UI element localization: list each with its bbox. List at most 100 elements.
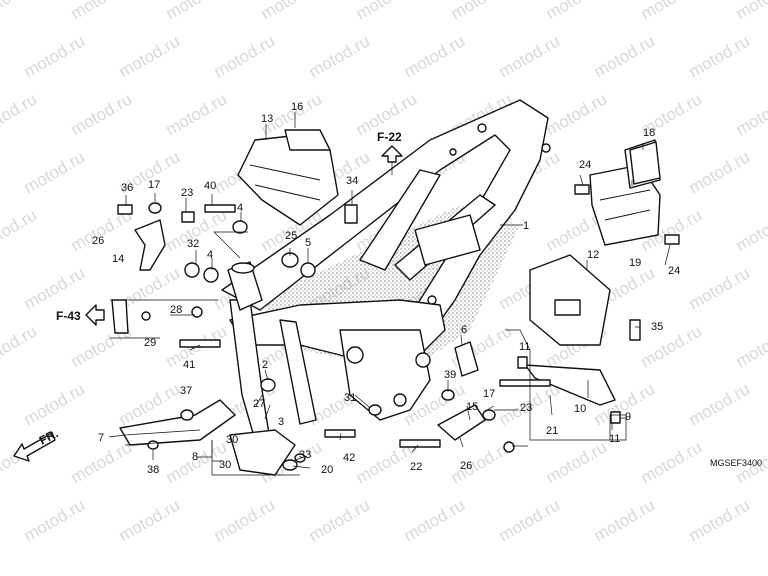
callout-10: 10 xyxy=(574,403,586,415)
watermark-text: motod.ru xyxy=(0,89,40,139)
watermark-text: motod.ru xyxy=(21,379,89,429)
watermark-text: motod.ru xyxy=(163,89,231,139)
callout-40: 40 xyxy=(204,180,216,192)
watermark-text: motod.ru xyxy=(401,31,469,81)
callout-18: 18 xyxy=(643,127,655,139)
callout-37: 37 xyxy=(180,385,192,397)
watermark-text: motod.ru xyxy=(21,495,89,545)
watermark-text: motod.ru xyxy=(638,0,706,23)
watermark-text: motod.ru xyxy=(638,321,706,371)
callout-36: 36 xyxy=(121,182,133,194)
callout-7: 7 xyxy=(98,432,104,444)
watermark-text: motod.ru xyxy=(686,379,754,429)
watermark-text: motod.ru xyxy=(591,31,659,81)
callout-35: 35 xyxy=(651,321,663,333)
callout-24: 24 xyxy=(579,159,591,171)
watermark-text: motod.ru xyxy=(68,437,136,487)
callout-30: 30 xyxy=(226,434,238,446)
cover-13 xyxy=(237,129,339,226)
watermark-text: motod.ru xyxy=(21,147,89,197)
callout-9: 9 xyxy=(625,411,631,423)
callout-19: 19 xyxy=(629,257,641,269)
callout-14: 14 xyxy=(112,253,124,265)
watermark-text: motod.ru xyxy=(116,31,184,81)
callout-1: 1 xyxy=(523,220,529,232)
callout-26: 26 xyxy=(92,235,104,247)
watermark-text: motod.ru xyxy=(116,495,184,545)
callout-4: 4 xyxy=(237,202,243,214)
callout-31: 31 xyxy=(344,392,356,404)
callout-3: 3 xyxy=(278,416,284,428)
watermark-text: motod.ru xyxy=(0,205,40,255)
ref-f22-label: F-22 xyxy=(377,130,402,144)
watermark-text: motod.ru xyxy=(163,0,231,23)
watermark-text: motod.ru xyxy=(543,0,611,23)
callout-39: 39 xyxy=(444,369,456,381)
callout-layer: 1234456789101111121314151617171819202122… xyxy=(92,101,680,476)
watermark-text: motod.ru xyxy=(211,31,279,81)
callout-13: 13 xyxy=(261,113,273,125)
callout-11: 11 xyxy=(519,341,530,353)
callout-21: 21 xyxy=(546,425,558,437)
watermark-text: motod.ru xyxy=(638,437,706,487)
watermark-text: motod.ru xyxy=(401,495,469,545)
callout-28: 28 xyxy=(170,304,182,316)
callout-6: 6 xyxy=(461,324,467,336)
diagram-code: MGSEF3400 xyxy=(710,458,762,468)
callout-4: 4 xyxy=(207,249,213,261)
callout-8: 8 xyxy=(192,451,198,463)
callout-32: 32 xyxy=(187,238,199,250)
watermark-text: motod.ru xyxy=(686,31,754,81)
watermark-text: motod.ru xyxy=(211,495,279,545)
watermark-text: motod.ru xyxy=(0,321,40,371)
watermark-text: motod.ru xyxy=(686,263,754,313)
ref-f43[interactable]: F-43 xyxy=(56,304,105,326)
callout-15: 15 xyxy=(466,401,478,413)
watermark-text: motod.ru xyxy=(733,0,768,23)
watermark-text: motod.ru xyxy=(0,0,40,23)
watermark-text: motod.ru xyxy=(21,31,89,81)
callout-29: 29 xyxy=(144,337,156,349)
watermark-text: motod.ru xyxy=(733,321,768,371)
callout-5: 5 xyxy=(305,237,311,249)
ref-f22[interactable]: F-22 xyxy=(377,130,403,175)
callout-16: 16 xyxy=(291,101,303,113)
bracket-12 xyxy=(529,254,611,346)
watermark-text: motod.ru xyxy=(591,495,659,545)
watermark-text: motod.ru xyxy=(496,31,564,81)
watermark-text: motod.ru xyxy=(68,0,136,23)
watermark-text: motod.ru xyxy=(306,495,374,545)
callout-17: 17 xyxy=(148,179,160,191)
callout-34: 34 xyxy=(346,175,358,187)
callout-20: 20 xyxy=(321,464,333,476)
callout-41: 41 xyxy=(183,359,195,371)
callout-23: 23 xyxy=(520,402,532,414)
watermark-text: motod.ru xyxy=(258,0,326,23)
callout-12: 12 xyxy=(587,249,599,261)
watermark-text: motod.ru xyxy=(686,147,754,197)
watermark-text: motod.ru xyxy=(68,89,136,139)
watermark-text: motod.ru xyxy=(733,89,768,139)
watermark-text: motod.ru xyxy=(543,437,611,487)
main-frame xyxy=(221,99,551,441)
callout-33: 33 xyxy=(299,449,311,461)
callout-11: 11 xyxy=(609,433,620,445)
small-parts xyxy=(111,141,680,471)
leader-lines xyxy=(108,112,671,476)
callout-26: 26 xyxy=(460,460,472,472)
watermark-text: motod.ru xyxy=(733,205,768,255)
watermark-text: motod.ru xyxy=(353,0,421,23)
callout-38: 38 xyxy=(147,464,159,476)
watermark-text: motod.ru xyxy=(21,263,89,313)
callout-17: 17 xyxy=(483,388,495,400)
callout-30: 30 xyxy=(219,459,231,471)
watermark-text: motod.ru xyxy=(686,495,754,545)
callout-24: 24 xyxy=(668,265,680,277)
watermark-text: motod.ru xyxy=(496,495,564,545)
callout-23: 23 xyxy=(181,187,193,199)
callout-27: 27 xyxy=(253,398,265,410)
watermark-text: motod.ru xyxy=(306,31,374,81)
callout-25: 25 xyxy=(285,230,297,242)
callout-2: 2 xyxy=(262,359,268,371)
